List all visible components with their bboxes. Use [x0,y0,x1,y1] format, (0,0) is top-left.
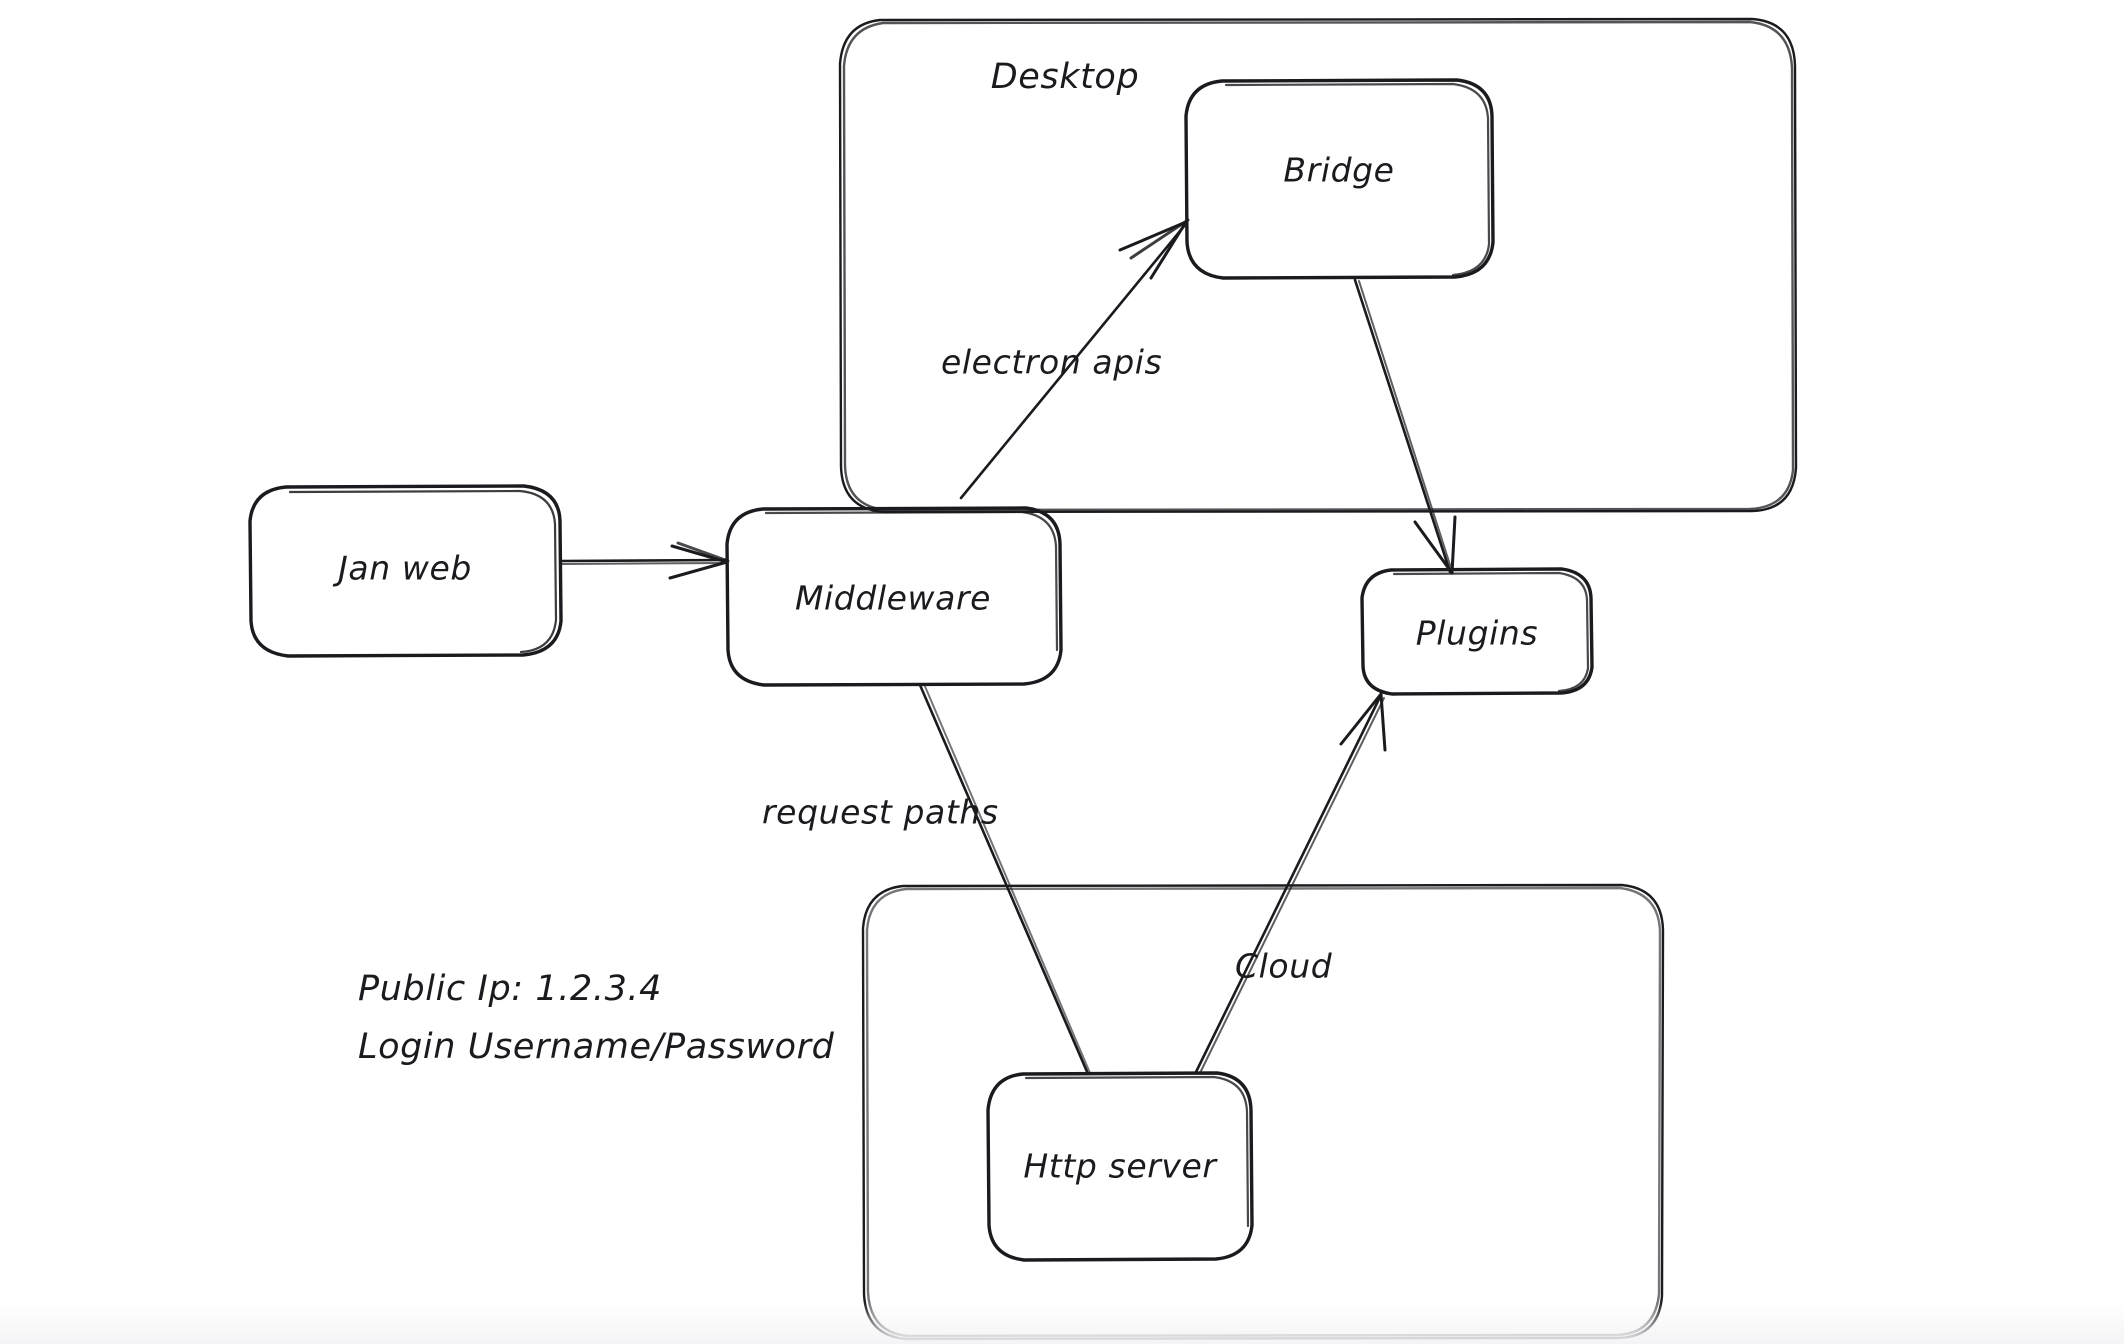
group-desktop-outline-2 [842,20,1795,512]
node-http-server-outline-2 [1024,1075,1250,1228]
node-plugins-label: Plugins [1416,614,1538,653]
edge-middleware-to-bridge: electron apis [941,218,1190,500]
edge-line-sketch [561,562,725,565]
arrowhead-icon-2 [676,541,730,563]
edge-line [918,683,1090,1076]
edge-line-sketch [1199,697,1385,1074]
edge-label-electron-apis: electron apis [941,343,1162,382]
node-plugins-outline-2 [1392,571,1590,693]
node-middleware-outline-2 [764,510,1059,652]
arrowhead-icon [1118,220,1188,280]
edge-line [1194,695,1382,1074]
node-middleware-outline [725,506,1063,687]
node-plugins[interactable]: Plugins [1360,567,1594,696]
edge-line-sketch [1358,280,1453,572]
edge-label-request-paths: request paths [762,793,999,832]
node-jan-web-outline-2 [288,489,558,654]
edge-bridge-to-plugins [1353,278,1457,575]
node-jan-web[interactable]: Jan web [248,484,563,658]
edge-line-sketch [923,683,1091,1074]
group-desktop[interactable]: Desktop [838,17,1798,514]
edge-line [559,558,728,563]
node-bridge[interactable]: Bridge [1184,78,1495,280]
note-line-public-ip: Public Ip: 1.2.3.4 [358,969,662,1009]
node-http-server-outline [986,1071,1254,1262]
node-http-server-label: Http server [1023,1147,1218,1186]
edge-middleware-to-http-server: request paths [762,683,1091,1076]
node-middleware-label: Middleware [795,579,991,618]
arrowhead-icon [1339,692,1387,752]
node-bridge-outline-2 [1224,82,1491,277]
node-middleware[interactable]: Middleware [725,506,1063,687]
node-http-server[interactable]: Http server [986,1071,1254,1262]
edge-label-cloud: Cloud [1235,947,1333,986]
node-plugins-outline [1360,567,1594,696]
edge-line [1353,278,1452,574]
edge-http-server-to-plugins: Cloud [1194,692,1387,1074]
note-public-ip: Public Ip: 1.2.3.4 Login Username/Passwo… [358,969,835,1067]
note-line-login: Login Username/Password [358,1027,835,1067]
edge-line [959,223,1187,500]
edge-jan-web-to-middleware [559,541,730,580]
node-bridge-outline [1184,78,1495,280]
group-desktop-outline [838,17,1798,514]
node-jan-web-label: Jan web [332,549,472,588]
node-bridge-label: Bridge [1283,151,1394,190]
arrowhead-icon-2 [1129,218,1190,260]
node-jan-web-outline [248,484,563,658]
group-desktop-label: Desktop [991,57,1140,97]
